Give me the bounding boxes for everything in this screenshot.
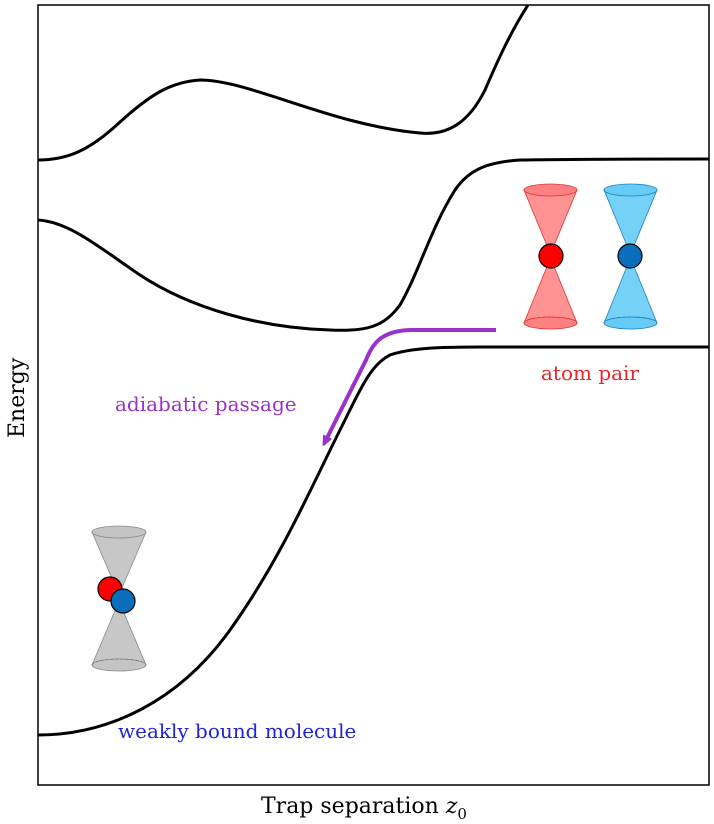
molecule-blue-atom-icon: [110, 588, 136, 614]
blue-optical-trap-icon: [603, 183, 658, 330]
x-axis-label-text: Trap separation: [261, 794, 446, 819]
adiabatic-passage-arrow: [325, 328, 496, 442]
plot-frame: [37, 4, 710, 786]
energy-curve-top: [38, 5, 530, 162]
x-axis-subscript: 0: [457, 805, 467, 823]
y-axis-label: Energy: [5, 357, 30, 438]
atom-pair-label: atom pair: [541, 361, 639, 385]
x-axis-label: Trap separation z0: [261, 794, 467, 823]
energy-curve-middle: [38, 157, 709, 332]
x-axis-symbol: z: [445, 794, 458, 819]
molecule-label: weakly bound molecule: [118, 719, 356, 743]
energy-curve-bottom: [38, 345, 709, 737]
red-atom-icon: [538, 243, 564, 269]
adiabatic-passage-label: adiabatic passage: [115, 392, 297, 416]
red-optical-trap-icon: [523, 183, 578, 330]
blue-atom-icon: [617, 243, 643, 269]
